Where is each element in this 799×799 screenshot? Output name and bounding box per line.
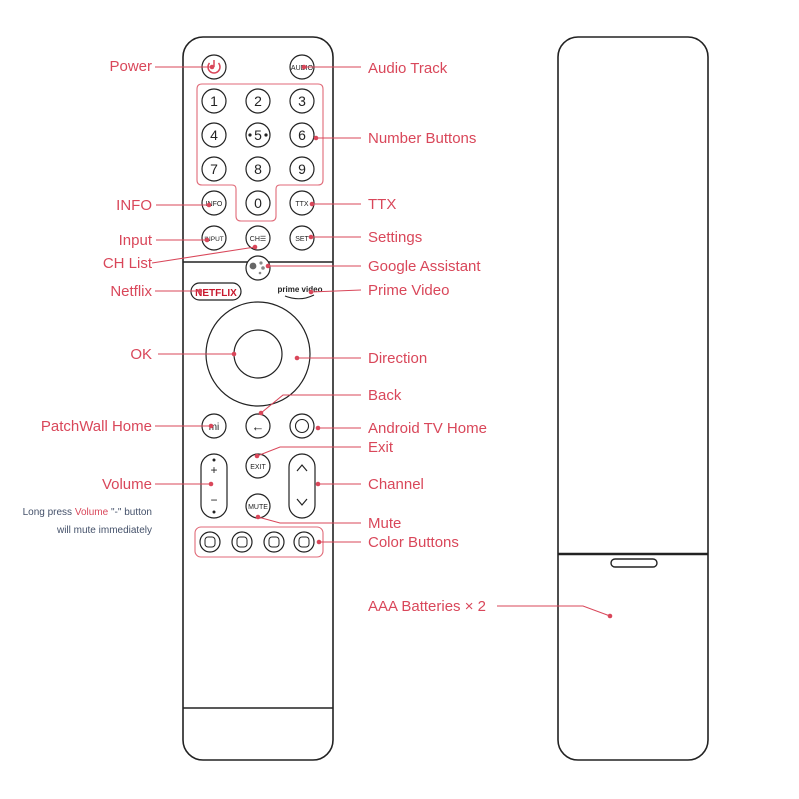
color-button-1[interactable] [199, 531, 221, 553]
label-ttx: TTX [368, 196, 396, 213]
volume-rocker[interactable]: + − [200, 453, 228, 519]
label-audio-track: Audio Track [368, 60, 448, 77]
svg-text:2: 2 [254, 93, 262, 109]
tactile-dot-right [264, 133, 268, 137]
svg-text:9: 9 [298, 161, 306, 177]
input-button[interactable]: INPUT [201, 225, 227, 251]
svg-text:INPUT: INPUT [204, 236, 224, 243]
svg-text:6: 6 [298, 127, 306, 143]
svg-text:SET: SET [295, 236, 309, 243]
label-input: Input [119, 232, 153, 249]
volume-down-icon: − [210, 493, 217, 507]
digit-button-0[interactable]: 0 [245, 190, 271, 216]
label-back: Back [368, 387, 402, 404]
label-batteries: AAA Batteries × 2 [368, 598, 486, 615]
label-color-buttons: Color Buttons [368, 534, 459, 551]
svg-text:8: 8 [254, 161, 262, 177]
settings-button[interactable]: SET [289, 225, 315, 251]
digit-button-2[interactable]: 2 [245, 88, 271, 114]
back-arrow-icon: ← [252, 419, 265, 434]
label-netflix: Netflix [110, 283, 152, 300]
digit-button-6[interactable]: 6 [289, 122, 315, 148]
label-exit: Exit [368, 439, 394, 456]
volume-mute-note-line2: will mute immediately [56, 525, 152, 536]
prime-video-logo: prime video [278, 285, 323, 294]
digit-button-7[interactable]: 7 [201, 156, 227, 182]
svg-text:1: 1 [210, 93, 218, 109]
label-ok: OK [130, 346, 152, 363]
google-assistant-icon [249, 261, 265, 275]
svg-text:CH☰: CH☰ [250, 236, 266, 243]
digit-button-8[interactable]: 8 [245, 156, 271, 182]
color-button-4[interactable] [293, 531, 315, 553]
back-button[interactable]: ← [245, 413, 271, 439]
label-direction: Direction [368, 350, 427, 367]
label-settings: Settings [368, 229, 422, 246]
number-buttons-group [196, 83, 324, 222]
label-power: Power [109, 58, 152, 75]
label-patchwall-home: PatchWall Home [41, 418, 152, 435]
svg-text:3: 3 [298, 93, 306, 109]
mi-icon: mi [209, 422, 220, 433]
digit-button-9[interactable]: 9 [289, 156, 315, 182]
svg-text:MUTE: MUTE [248, 504, 268, 511]
tactile-dot-left [248, 133, 252, 137]
svg-text:5: 5 [254, 127, 262, 143]
prime-video-button[interactable]: prime video [278, 285, 323, 300]
power-icon [207, 60, 221, 74]
label-number-buttons: Number Buttons [368, 130, 476, 147]
volume-mute-note: Long press Volume "-" button [23, 507, 152, 518]
label-channel: Channel [368, 476, 424, 493]
svg-text:7: 7 [210, 161, 218, 177]
channel-down-icon [296, 498, 308, 506]
remote-front-body [182, 36, 334, 761]
digit-button-3[interactable]: 3 [289, 88, 315, 114]
info-button[interactable]: INFO [201, 190, 227, 216]
label-info: INFO [116, 197, 152, 214]
prime-smile-icon [284, 294, 315, 300]
svg-text:4: 4 [210, 127, 218, 143]
label-ch-list: CH List [103, 255, 153, 272]
mute-button[interactable]: MUTE [245, 493, 271, 519]
label-prime-video: Prime Video [368, 282, 449, 299]
color-button-2[interactable] [231, 531, 253, 553]
svg-text:0: 0 [254, 195, 262, 211]
label-mute: Mute [368, 515, 401, 532]
ok-button[interactable] [233, 329, 283, 379]
netflix-button[interactable]: NETFLIX [190, 282, 242, 301]
label-google-assistant: Google Assistant [368, 258, 481, 275]
digit-button-5[interactable]: 5 [245, 122, 271, 148]
channel-up-icon [296, 464, 308, 472]
ch-list-button[interactable]: CH☰ [245, 225, 271, 251]
label-android-tv-home: Android TV Home [368, 420, 487, 437]
digit-button-1[interactable]: 1 [201, 88, 227, 114]
label-volume: Volume [102, 476, 152, 493]
svg-text:EXIT: EXIT [250, 464, 266, 471]
svg-text:TTX: TTX [295, 201, 309, 208]
android-tv-home-button[interactable] [289, 413, 315, 439]
volume-up-icon: + [210, 463, 217, 477]
google-assistant-button[interactable] [245, 255, 271, 281]
svg-text:INFO: INFO [206, 201, 223, 208]
battery-cover-latch [610, 558, 658, 568]
remote-back-body [557, 36, 709, 761]
color-button-3[interactable] [263, 531, 285, 553]
channel-rocker[interactable] [288, 453, 316, 519]
leader-lines [151, 64, 613, 619]
home-circle-icon [294, 418, 310, 434]
digit-button-4[interactable]: 4 [201, 122, 227, 148]
netflix-logo: NETFLIX [195, 288, 237, 299]
